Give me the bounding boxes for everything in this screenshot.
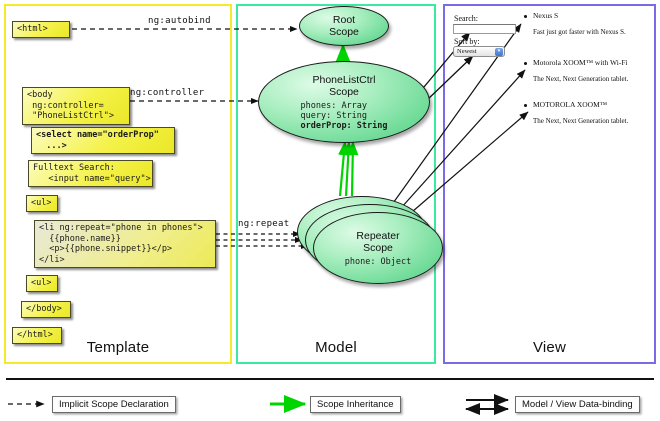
scope-repeater-props: phone: Object bbox=[345, 257, 412, 267]
panel-model-label: Model bbox=[315, 339, 357, 356]
code-box-body-open: <body ng:controller= "PhoneListCtrl"> bbox=[22, 87, 130, 125]
panel-view-label: View bbox=[532, 339, 567, 356]
list-bullet bbox=[524, 15, 527, 18]
code-box-html-close: </html> bbox=[12, 327, 62, 344]
scope-prop-phones: phones: Array bbox=[300, 100, 368, 111]
scope-repeater-front: Repeater Scope phone: Object bbox=[313, 212, 443, 284]
search-input[interactable] bbox=[453, 24, 516, 34]
list-bullet bbox=[524, 62, 527, 65]
chevron-down-icon: ▾ bbox=[495, 48, 503, 56]
scope-prop-query: query: String bbox=[300, 110, 368, 121]
code-box-fulltext-search: Fulltext Search: <input name="query"> bbox=[28, 160, 153, 187]
scope-prop-phone: phone: Object bbox=[344, 256, 412, 267]
code-box-li-repeat: <li ng:repeat="phone in phones"> {{phone… bbox=[34, 220, 216, 268]
scope-root-title-1: Root bbox=[332, 14, 356, 26]
list-bullet bbox=[524, 104, 527, 107]
scope-root: Root Scope bbox=[299, 6, 389, 46]
panel-template-label: Template bbox=[86, 339, 150, 356]
legend-label-inheritance: Scope Inheritance bbox=[310, 396, 401, 413]
legend-label-implicit: Implicit Scope Declaration bbox=[52, 396, 176, 413]
sort-by-select[interactable]: Newest ▾ bbox=[453, 46, 505, 57]
phone-name: Motorola XOOM™ with Wi-Fi bbox=[533, 58, 628, 67]
panel-model: Model bbox=[236, 4, 436, 364]
sort-by-selected-value: Newest bbox=[457, 48, 477, 55]
code-box-html-open: <html> bbox=[12, 21, 70, 38]
legend-divider bbox=[6, 378, 654, 380]
scope-phonelistctrl-props: phones: Array query: String orderProp: S… bbox=[301, 101, 388, 131]
legend-label-databinding: Model / View Data-binding bbox=[515, 396, 640, 413]
code-box-body-close: </body> bbox=[21, 301, 71, 318]
scope-phonelistctrl-title-2: Scope bbox=[329, 85, 359, 98]
phone-name: MOTOROLA XOOM™ bbox=[533, 100, 608, 109]
scope-phonelistctrl: PhoneListCtrl Scope phones: Array query:… bbox=[258, 61, 430, 143]
scope-repeater-title-1: Repeater bbox=[356, 229, 400, 242]
phone-snippet: The Next, Next Generation tablet. bbox=[533, 75, 629, 83]
scope-phonelistctrl-title-1: PhoneListCtrl bbox=[312, 73, 376, 86]
code-box-select: <select name="orderProp" ...> bbox=[31, 127, 175, 154]
code-box-ul-close: <ul> bbox=[26, 275, 58, 292]
phone-snippet: Fast just got faster with Nexus S. bbox=[533, 28, 626, 36]
label-ng-repeat: ng:repeat bbox=[238, 219, 290, 229]
sort-label: Sort by: bbox=[454, 37, 480, 46]
scope-repeater-title-2: Scope bbox=[363, 241, 393, 254]
label-ng-controller: ng:controller bbox=[130, 88, 205, 98]
scope-prop-orderprop: orderProp: String bbox=[300, 120, 388, 131]
search-label: Search: bbox=[454, 14, 478, 23]
code-box-ul-open: <ul> bbox=[26, 195, 58, 212]
label-ng-autobind: ng:autobind bbox=[148, 16, 211, 26]
phone-snippet: The Next, Next Generation tablet. bbox=[533, 117, 629, 125]
phone-name: Nexus S bbox=[533, 11, 559, 20]
scope-root-title-2: Scope bbox=[329, 26, 359, 38]
